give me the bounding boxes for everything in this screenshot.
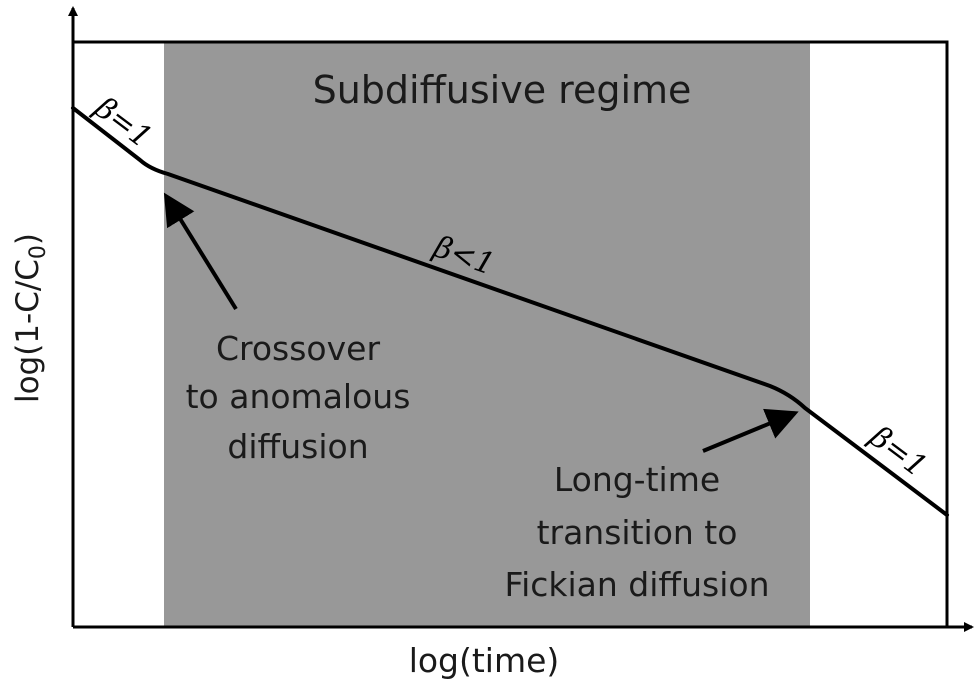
crossover-arrow	[163, 192, 238, 311]
long-time-label-line-2: transition to	[537, 513, 738, 552]
crossover-label-line-2: to anomalous	[186, 377, 411, 416]
crossover-label-line-3: diffusion	[227, 427, 368, 466]
long-time-label-line-1: Long-time	[554, 460, 720, 499]
y-axis-label-subscript: 0	[26, 245, 51, 259]
relaxation-curve	[71, 106, 949, 517]
subdiffusive-region	[164, 42, 810, 627]
plot-frame	[73, 40, 949, 627]
y-axis-label-suffix: )	[10, 233, 46, 245]
y-axis-label-prefix: log(1-C/C	[10, 259, 46, 403]
region-title: Subdiffusive regime	[313, 68, 692, 112]
x-axis-label: log(time)	[409, 641, 560, 680]
long-time-arrow	[702, 408, 799, 453]
crossover-label-line-1: Crossover	[216, 329, 380, 368]
beta-label-late: β=1	[862, 419, 933, 485]
y-axis-label: log(1-C/C0)	[10, 233, 51, 403]
long-time-label-line-3: Fickian diffusion	[504, 565, 769, 604]
